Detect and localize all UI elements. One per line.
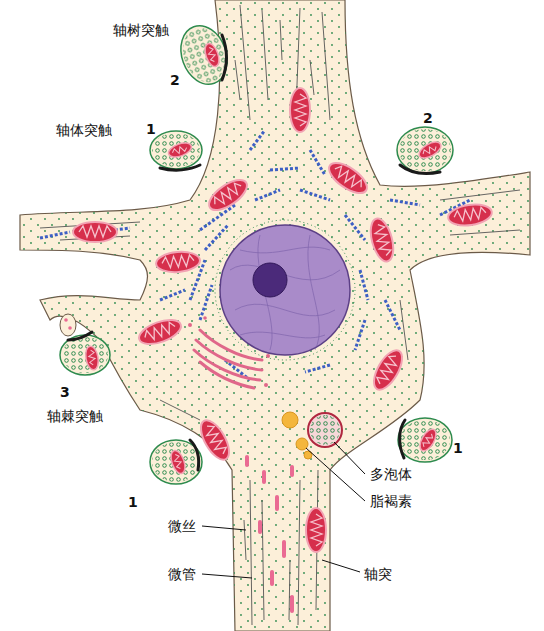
callout-number: 3 [60,384,70,400]
part-label: 轴棘突触 [47,408,103,424]
part-label: 轴体突触 [56,122,112,138]
callout-number: 2 [170,72,180,88]
part-label: 多泡体 [370,466,412,482]
part-label: 脂褐素 [370,493,412,509]
part-label: 轴树突触 [113,22,169,38]
callout-number: 1 [453,440,463,456]
callout-number: 1 [128,494,138,510]
part-label: 微管 [168,566,196,582]
part-label: 轴突 [364,566,392,582]
callout-number: 1 [146,121,156,137]
part-label: 微丝 [168,518,196,534]
callout-number: 2 [423,110,433,126]
